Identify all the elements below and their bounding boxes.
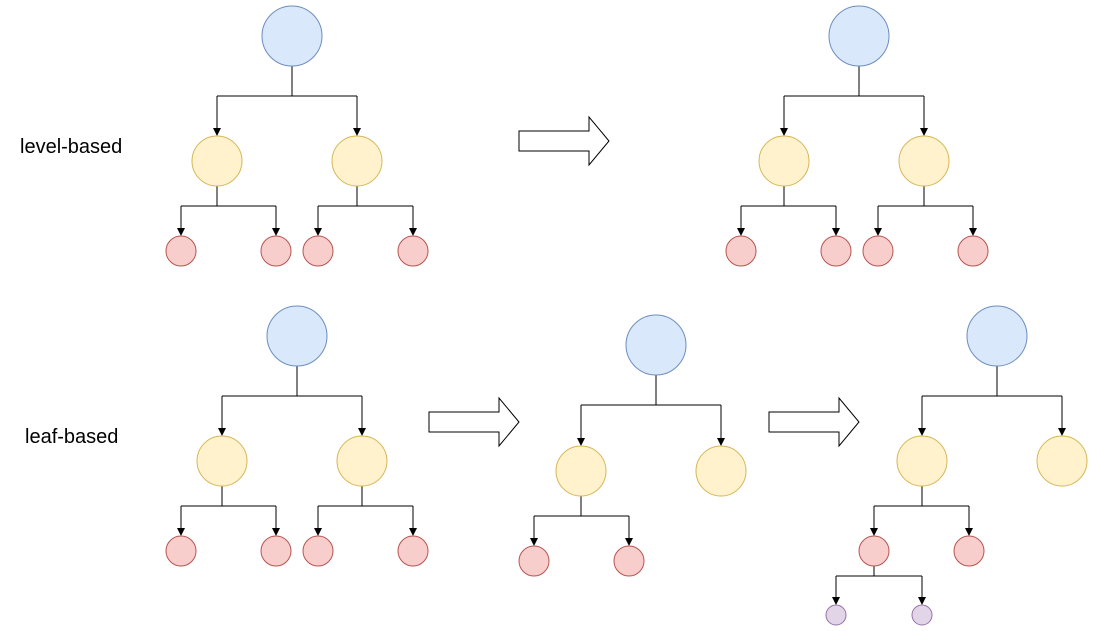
leaf-node — [165, 235, 197, 267]
internal-node — [898, 135, 950, 187]
transition-arrows — [428, 115, 860, 448]
leaf-node — [613, 545, 645, 577]
internal-node — [1036, 435, 1088, 487]
new-leaf-node — [911, 604, 933, 626]
leaf-node — [302, 535, 334, 567]
root-branch — [581, 375, 721, 406]
trees — [165, 5, 1088, 626]
leaf-node — [957, 235, 989, 267]
internal-node — [331, 135, 383, 187]
leaf-node — [953, 535, 985, 567]
leaf-0-branch — [836, 566, 922, 577]
mid-0-branch — [181, 486, 276, 507]
new-leaf-node — [825, 604, 847, 626]
leaf-based-step-2 — [518, 314, 747, 577]
leaf-node — [165, 535, 197, 567]
root-branch — [217, 66, 357, 97]
internal-node — [336, 435, 388, 487]
leaf-node — [862, 235, 894, 267]
transition-arrow — [518, 115, 610, 167]
leaf-node — [260, 535, 292, 567]
level-based-before — [165, 5, 429, 267]
leaf-node — [397, 535, 429, 567]
root-node — [966, 305, 1028, 367]
mid-1-branch — [878, 186, 973, 207]
internal-node — [758, 135, 810, 187]
level-based-after — [725, 5, 989, 267]
mid-0-branch — [534, 496, 629, 517]
mid-0-branch — [181, 186, 276, 207]
transition-arrow — [428, 396, 520, 448]
mid-0-branch — [741, 186, 836, 207]
leaf-node — [397, 235, 429, 267]
root-node — [828, 5, 890, 67]
leaf-based-step-3 — [825, 305, 1088, 626]
root-node — [261, 5, 323, 67]
internal-node — [695, 445, 747, 497]
leaf-node — [858, 535, 890, 567]
root-node — [266, 305, 328, 367]
internal-node — [191, 135, 243, 187]
leaf-node — [518, 545, 550, 577]
root-node — [625, 314, 687, 376]
mid-1-branch — [318, 486, 413, 507]
leaf-node — [820, 235, 852, 267]
leaf-node — [260, 235, 292, 267]
leaf-based-step-1 — [165, 305, 429, 567]
leaf-node — [302, 235, 334, 267]
root-branch — [784, 66, 924, 97]
transition-arrow — [768, 396, 860, 448]
internal-node — [196, 435, 248, 487]
root-branch — [222, 366, 362, 397]
root-branch — [922, 366, 1062, 397]
internal-node — [896, 435, 948, 487]
level-based-label: level-based — [20, 136, 122, 158]
mid-1-branch — [318, 186, 413, 207]
mid-0-branch — [874, 486, 969, 507]
leaf-based-label: leaf-based — [25, 426, 118, 448]
internal-node — [555, 445, 607, 497]
leaf-node — [725, 235, 757, 267]
